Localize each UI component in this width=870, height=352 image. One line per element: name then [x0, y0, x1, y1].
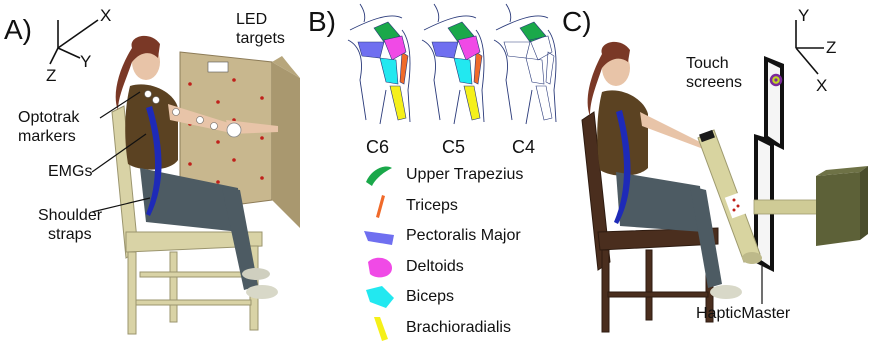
led-targets-label: LED targets — [236, 10, 285, 48]
neck-outline — [506, 4, 511, 22]
legend-swatch-shape — [364, 231, 394, 245]
optotrak-marker — [153, 97, 160, 104]
optotrak-marker — [145, 91, 152, 98]
legend-swatch — [362, 193, 396, 219]
axis-x-label-c: X — [816, 76, 827, 96]
legend-swatch-shape — [366, 167, 392, 186]
led-target-dot — [216, 180, 220, 184]
panel-a: A) — [0, 0, 300, 352]
muscle-region-triceps — [474, 52, 482, 84]
legend-label: Triceps — [406, 197, 458, 215]
touch-screens — [754, 56, 784, 272]
legend-label: Brachioradialis — [406, 319, 511, 337]
led-target-dot — [188, 162, 192, 166]
legend-swatch — [362, 284, 396, 310]
legend-swatch-shape — [368, 257, 392, 277]
touch-screens-label: Touch screens — [686, 54, 742, 92]
emgs-label: EMGs — [48, 162, 92, 181]
legend-item: Deltoids — [362, 254, 464, 280]
shoulder-label-line2: straps — [38, 225, 102, 244]
axis-x-label-a: X — [100, 6, 111, 26]
device-marker-dot — [737, 205, 740, 208]
legend-swatch-shape — [374, 317, 388, 341]
panel-c: C) — [550, 0, 870, 352]
muscle-outline-pectoralis-major — [504, 42, 530, 58]
led-target-dot — [260, 96, 264, 100]
touch-label-line1: Touch — [686, 54, 742, 73]
legend-swatch — [362, 223, 396, 249]
legend-label: Upper Trapezius — [406, 166, 523, 184]
muscle-figure-c6 — [348, 4, 410, 124]
legend-swatch-shape — [366, 286, 394, 308]
shoulder-label-line1: Shoulder — [38, 206, 102, 225]
led-label-line1: LED — [236, 10, 285, 29]
axis-triad-c — [796, 20, 824, 74]
device-marker-dot — [733, 209, 736, 212]
hapticmaster-device — [698, 130, 868, 264]
led-target-dot — [260, 136, 264, 140]
led-target-dot — [232, 158, 236, 162]
optotrak-marker — [211, 123, 218, 130]
neck-outline — [360, 4, 365, 22]
muscle-outline-biceps — [526, 58, 544, 84]
condition-label-c5: C5 — [442, 138, 465, 157]
muscle-region-upper-trapezius — [520, 22, 546, 42]
optotrak-marker — [173, 109, 180, 116]
muscle-region-brachioradialis — [464, 86, 480, 120]
muscle-region-biceps — [380, 58, 398, 84]
legend-item: Triceps — [362, 193, 458, 219]
legend-label: Biceps — [406, 288, 454, 306]
optotrak-markers-label: Optotrak markers — [18, 108, 79, 146]
muscle-figure-c4 — [494, 4, 556, 124]
panel-c-illustration — [550, 0, 870, 352]
led-target-dot — [188, 82, 192, 86]
device-marker-dot — [733, 199, 736, 202]
muscle-region-brachioradialis — [390, 86, 406, 120]
axis-z-label-a: Z — [46, 66, 56, 86]
legend-item: Biceps — [362, 284, 454, 310]
optotrak-label-line1: Optotrak — [18, 108, 79, 127]
condition-label-c4: C4 — [512, 138, 535, 157]
led-target-dot — [216, 140, 220, 144]
legend-swatch-shape — [376, 195, 385, 218]
touch-label-line2: screens — [686, 73, 742, 92]
muscle-region-triceps — [400, 52, 408, 84]
axis-z-label-c: Z — [826, 38, 836, 58]
optotrak-label-line2: markers — [18, 127, 79, 146]
legend-label: Pectoralis Major — [406, 227, 521, 245]
muscle-region-pectoralis-major — [358, 42, 384, 58]
hapticmaster-label: HapticMaster — [696, 304, 790, 323]
shoulder-straps-label: Shoulder straps — [38, 206, 102, 244]
condition-label-c6: C6 — [366, 138, 389, 157]
legend-item: Brachioradialis — [362, 315, 511, 341]
led-target-dot — [260, 176, 264, 180]
led-target-dot — [216, 100, 220, 104]
neck-outline — [434, 4, 439, 22]
panel-a-illustration — [0, 0, 300, 352]
legend-swatch — [362, 315, 396, 341]
optotrak-marker — [197, 117, 204, 124]
legend-swatch — [362, 162, 396, 188]
legend-item: Pectoralis Major — [362, 223, 521, 249]
led-label-line2: targets — [236, 29, 285, 48]
muscle-region-pectoralis-major — [432, 42, 458, 58]
legend-swatch — [362, 254, 396, 280]
led-target-dot — [232, 78, 236, 82]
muscle-region-biceps — [454, 58, 472, 84]
legend-label: Deltoids — [406, 258, 464, 276]
legend-item: Upper Trapezius — [362, 162, 523, 188]
axis-y-label-a: Y — [80, 52, 91, 72]
muscle-figure-c5 — [422, 4, 484, 124]
axis-y-label-c: Y — [798, 6, 809, 26]
